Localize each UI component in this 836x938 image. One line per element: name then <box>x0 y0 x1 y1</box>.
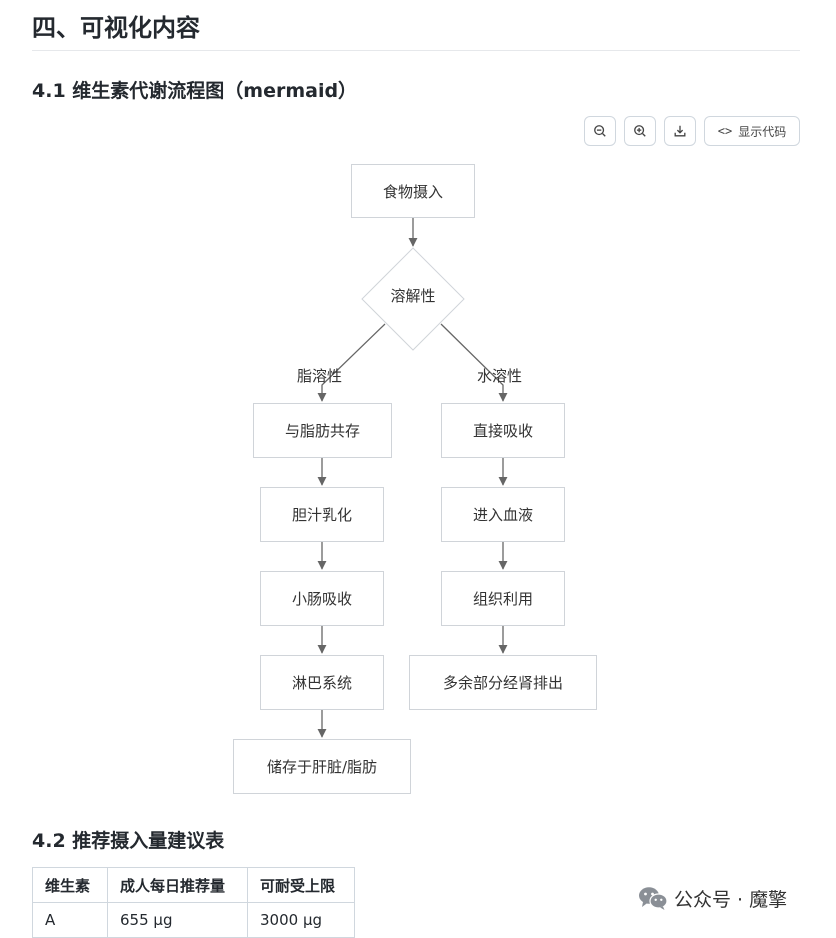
node-tissue-use: 组织利用 <box>441 571 565 626</box>
download-icon <box>674 125 686 137</box>
node-bile-emulsify: 胆汁乳化 <box>260 487 384 542</box>
table-cell: A <box>32 902 108 938</box>
table-cell: 655 μg <box>107 902 248 938</box>
node-fat-coexist: 与脂肪共存 <box>253 403 392 458</box>
node-enter-blood: 进入血液 <box>441 487 565 542</box>
edge-solubility-water <box>440 323 508 402</box>
node-lymph-system: 淋巴系统 <box>260 655 384 710</box>
show-code-label: 显示代码 <box>738 124 787 139</box>
edge-solubility-fat <box>317 323 386 402</box>
table-header-cell: 维生素 <box>32 867 108 903</box>
node-solubility: 溶解性 <box>390 287 436 305</box>
table-header-cell: 成人每日推荐量 <box>107 867 248 903</box>
section-title: 四、可视化内容 <box>32 10 800 51</box>
zoom-in-button[interactable] <box>624 116 656 146</box>
node-direct-absorb: 直接吸收 <box>441 403 565 458</box>
table-heading: 4.2 推荐摄入量建议表 <box>32 830 225 852</box>
node-food-intake: 食物摄入 <box>351 164 475 218</box>
table-row: A 655 μg 3000 μg <box>32 902 355 938</box>
table-header-row: 维生素 成人每日推荐量 可耐受上限 <box>32 867 355 903</box>
edge-label-fat-soluble: 脂溶性 <box>297 367 343 385</box>
node-intestine-absorb: 小肠吸收 <box>260 571 384 626</box>
download-button[interactable] <box>664 116 696 146</box>
watermark: 公众号 · 魔擎 <box>638 884 787 912</box>
watermark-text: 公众号 · 魔擎 <box>674 888 788 911</box>
table-cell: 3000 μg <box>247 902 355 938</box>
intake-table: 维生素 成人每日推荐量 可耐受上限 A 655 μg 3000 μg <box>32 867 355 938</box>
node-store-liver-fat: 储存于肝脏/脂肪 <box>233 739 411 794</box>
show-code-button[interactable]: <> 显示代码 <box>704 116 800 146</box>
edge-label-water-soluble: 水溶性 <box>477 367 523 385</box>
code-icon: <> <box>717 124 733 138</box>
node-kidney-excrete: 多余部分经肾排出 <box>409 655 597 710</box>
wechat-icon <box>639 887 668 910</box>
table-header-cell: 可耐受上限 <box>247 867 355 903</box>
diagram-heading: 4.1 维生素代谢流程图（mermaid） <box>32 80 358 102</box>
solubility-diamond <box>361 247 465 351</box>
zoom-out-icon <box>594 125 606 137</box>
zoom-out-button[interactable] <box>584 116 616 146</box>
zoom-in-icon <box>634 125 646 137</box>
